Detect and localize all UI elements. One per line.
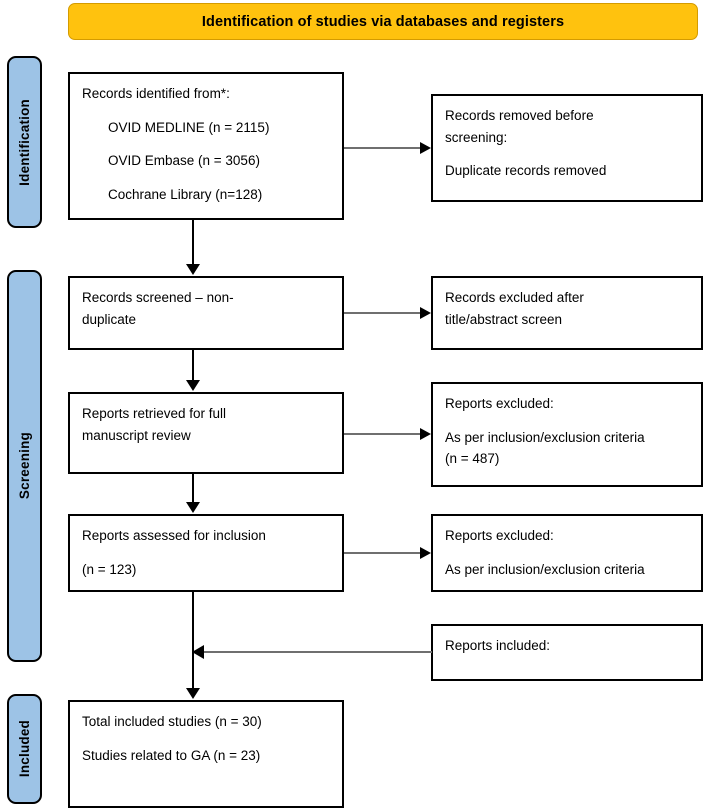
box-reports-excluded-assessment: Reports excluded: As per inclusion/exclu… (431, 514, 703, 592)
connector-reports-included-to-trunk (204, 651, 432, 653)
reports-excluded-1-reason: As per inclusion/exclusion criteria (445, 429, 645, 445)
diagram-title: Identification of studies via databases … (201, 13, 565, 30)
records-identified-heading: Records identified from*: (82, 86, 230, 101)
arrow-retrieved-to-assessed-icon (186, 502, 200, 513)
box-reports-excluded-full-text: Reports excluded: As per inclusion/exclu… (431, 382, 703, 487)
arrow-retrieved-to-excluded-icon (420, 427, 431, 440)
records-identified-source-medline: OVID MEDLINE (n = 2115) (108, 119, 270, 135)
stage-bar-screening: Screening (7, 270, 42, 662)
records-excluded-line-2: title/abstract screen (445, 311, 563, 327)
total-included-line-1: Total included studies (n = 30) (82, 714, 262, 729)
box-total-included-studies: Total included studies (n = 30) Studies … (68, 700, 344, 808)
box-reports-retrieved: Reports retrieved for full manuscript re… (68, 392, 344, 474)
box-reports-included: Reports included: (431, 624, 703, 681)
stage-bar-included: Included (7, 694, 42, 804)
reports-excluded-2-reason: As per inclusion/exclusion criteria (445, 561, 645, 577)
stage-label-included: Included (17, 720, 32, 778)
connector-assessed-to-total-included (192, 592, 194, 689)
stage-label-screening: Screening (17, 432, 32, 500)
box-records-removed-before-screening: Records removed before screening: Duplic… (431, 94, 703, 202)
records-identified-source-cochrane: Cochrane Library (n=128) (108, 186, 263, 202)
diagram-header-banner: Identification of studies via databases … (68, 3, 698, 40)
arrow-reports-included-to-trunk-icon (192, 645, 204, 659)
reports-included-heading: Reports included: (445, 638, 551, 653)
reports-assessed-heading: Reports assessed for inclusion (82, 528, 266, 543)
records-removed-line-3: Duplicate records removed (445, 163, 607, 179)
total-included-line-2: Studies related to GA (n = 23) (82, 747, 261, 763)
records-removed-line-1: Records removed before (445, 108, 594, 123)
box-records-excluded: Records excluded after title/abstract sc… (431, 276, 703, 350)
box-reports-assessed: Reports assessed for inclusion (n = 123) (68, 514, 344, 592)
reports-retrieved-line-2: manuscript review (82, 427, 191, 443)
reports-retrieved-line-1: Reports retrieved for full (82, 406, 227, 421)
arrow-screened-to-retrieved-icon (186, 380, 200, 391)
connector-identified-to-removed (344, 147, 421, 149)
reports-excluded-1-heading: Reports excluded: (445, 396, 554, 411)
records-identified-source-embase: OVID Embase (n = 3056) (108, 153, 260, 169)
connector-assessed-to-excluded (344, 552, 421, 554)
connector-screened-to-excluded (344, 312, 421, 314)
connector-retrieved-to-assessed (192, 474, 194, 503)
reports-assessed-count: (n = 123) (82, 561, 137, 577)
connector-screened-to-retrieved (192, 350, 194, 381)
reports-excluded-1-count: (n = 487) (445, 451, 500, 467)
arrow-identified-to-removed-icon (420, 141, 431, 154)
arrow-assessed-to-excluded-icon (420, 546, 431, 559)
box-records-identified: Records identified from*: OVID MEDLINE (… (68, 72, 344, 220)
stage-label-identification: Identification (17, 98, 32, 186)
connector-identified-to-screened (192, 220, 194, 265)
reports-excluded-2-heading: Reports excluded: (445, 528, 554, 543)
stage-bar-identification: Identification (7, 56, 42, 228)
arrow-assessed-to-total-included-icon (186, 688, 200, 699)
arrow-screened-to-excluded-icon (420, 306, 431, 319)
records-screened-line-1: Records screened – non- (82, 290, 234, 305)
records-excluded-line-1: Records excluded after (445, 290, 584, 305)
connector-retrieved-to-excluded (344, 433, 421, 435)
box-records-screened: Records screened – non- duplicate (68, 276, 344, 350)
records-screened-line-2: duplicate (82, 311, 137, 327)
records-removed-line-2: screening: (445, 129, 508, 145)
arrow-identified-to-screened-icon (186, 264, 200, 275)
